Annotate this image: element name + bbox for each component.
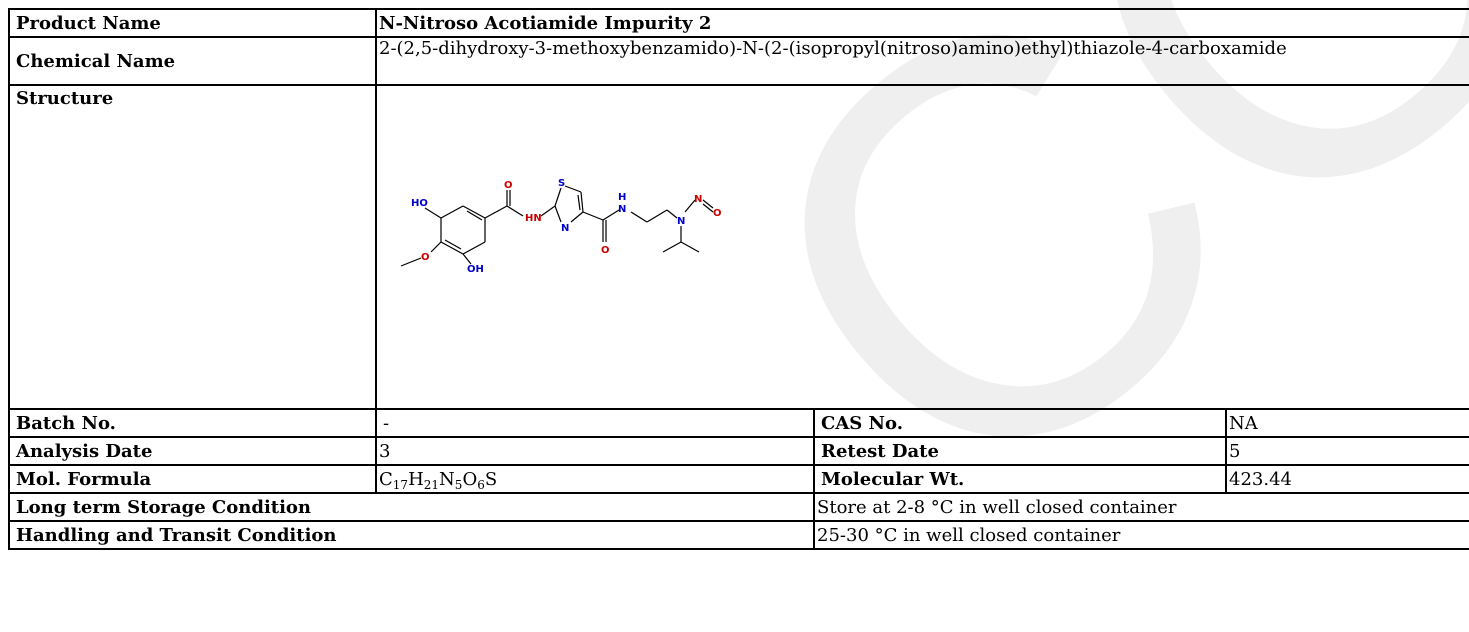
atom-o-carbonyl-2: O: [601, 245, 610, 256]
cas-value: NA: [1224, 408, 1469, 438]
atom-n-thiazole: N: [561, 223, 569, 234]
analysis-date-label: Analysis Date: [8, 436, 377, 466]
product-name-value: N-Nitroso Acotiamide Impurity 2: [374, 8, 1469, 38]
atom-n-amide: N: [618, 204, 626, 215]
cas-label: CAS No.: [813, 408, 1227, 438]
structure-label: Structure: [8, 84, 377, 410]
storage-label: Long term Storage Condition: [8, 492, 815, 522]
retest-date-label: Retest Date: [813, 436, 1227, 466]
atom-ho-top: HO: [411, 198, 428, 209]
atom-o-methoxy: O: [421, 252, 430, 263]
row-batch: Batch No. - CAS No. NA: [8, 408, 1469, 438]
atom-oh: OH: [467, 264, 484, 275]
atom-o-carbonyl-1: O: [504, 180, 513, 191]
storage-value: Store at 2-8 °C in well closed container: [812, 492, 1469, 522]
chemical-name-label: Chemical Name: [8, 36, 377, 86]
row-transit: Handling and Transit Condition 25-30 °C …: [8, 520, 1469, 550]
structure-cell: HO O S HN H N N O N N O O OH: [374, 84, 1469, 410]
transit-value: 25-30 °C in well closed container: [812, 520, 1469, 550]
mol-weight-label: Molecular Wt.: [813, 464, 1227, 494]
batch-value: -: [375, 408, 815, 438]
chemical-name-value: 2-(2,5-dihydroxy-3-methoxybenzamido)-N-(…: [374, 36, 1469, 86]
atom-o-nitroso: O: [713, 208, 722, 219]
row-formula: Mol. Formula C17H21N5O6S Molecular Wt. 4…: [8, 464, 1469, 494]
atom-n-nitroso: N: [677, 216, 685, 227]
row-chemical-name: Chemical Name 2-(2,5-dihydroxy-3-methoxy…: [8, 36, 1469, 86]
atom-hn: HN: [525, 213, 542, 224]
atom-s: S: [558, 178, 565, 189]
row-structure: Structure: [8, 84, 1469, 410]
mol-formula-value: C17H21N5O6S: [375, 464, 815, 494]
mol-weight-value: 423.44: [1224, 464, 1469, 494]
analysis-date-value: 3: [375, 436, 815, 466]
chemical-structure-diagram: HO O S HN H N N O N N O O OH: [400, 178, 722, 275]
atom-h-amide: H: [618, 192, 626, 203]
atom-n-nitroso-2: N: [694, 194, 702, 205]
product-name-label: Product Name: [8, 8, 377, 38]
specification-table: Product Name N-Nitroso Acotiamide Impuri…: [8, 8, 1469, 550]
batch-label: Batch No.: [8, 408, 377, 438]
retest-date-value: 5: [1224, 436, 1469, 466]
row-storage: Long term Storage Condition Store at 2-8…: [8, 492, 1469, 522]
row-product-name: Product Name N-Nitroso Acotiamide Impuri…: [8, 8, 1469, 38]
row-analysis: Analysis Date 3 Retest Date 5: [8, 436, 1469, 466]
transit-label: Handling and Transit Condition: [8, 520, 815, 550]
mol-formula-label: Mol. Formula: [8, 464, 377, 494]
